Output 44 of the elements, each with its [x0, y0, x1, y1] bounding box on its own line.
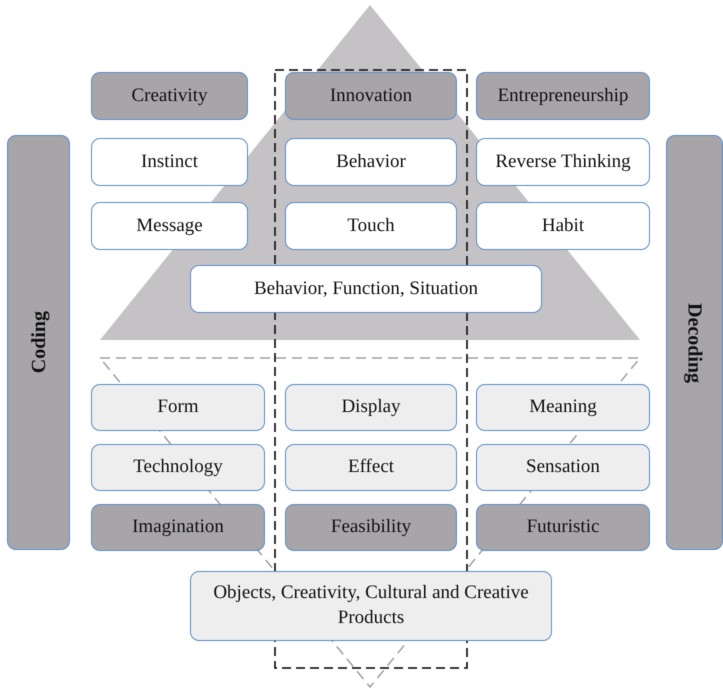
concept-box — [285, 72, 457, 120]
concept-box — [476, 138, 650, 186]
side-bar — [7, 135, 70, 550]
concept-label: Effect — [348, 455, 394, 480]
concept-box — [190, 571, 552, 641]
concept-label: Behavior — [336, 150, 406, 174]
concept-label: Entrepreneurship — [498, 84, 628, 108]
concept-box — [476, 444, 650, 491]
concept-label: Behavior, Function, Situation — [254, 276, 478, 301]
concept-label: Form — [157, 395, 199, 420]
concept-label: Futuristic — [526, 515, 600, 540]
concept-label: Instinct — [141, 150, 198, 174]
concept-box — [91, 138, 248, 186]
concept-label: Touch — [347, 214, 395, 238]
side-label: Coding — [26, 311, 50, 374]
concept-label: Sensation — [526, 455, 600, 480]
concept-box — [91, 384, 265, 431]
concept-label: Habit — [542, 214, 584, 238]
concept-box — [91, 444, 265, 491]
concept-box — [285, 444, 457, 491]
concept-box — [91, 504, 265, 551]
concept-label: Reverse Thinking — [495, 150, 631, 174]
concept-label: Creativity — [132, 84, 208, 108]
concept-box — [476, 504, 650, 551]
concept-box — [91, 202, 248, 250]
concept-box — [190, 265, 542, 313]
concept-box — [476, 72, 650, 120]
concept-label: Meaning — [529, 395, 597, 420]
side-label: Decoding — [682, 302, 706, 382]
side-bar — [666, 135, 723, 550]
concept-label: Message — [136, 214, 203, 238]
concept-box — [285, 384, 457, 431]
concept-box — [285, 202, 457, 250]
concept-box — [91, 72, 248, 120]
concept-label: Technology — [133, 455, 223, 480]
concept-label: Innovation — [330, 84, 412, 108]
concept-label: Objects, Creativity, Cultural and Creative Products — [212, 581, 530, 630]
concept-label: Imagination — [132, 515, 224, 540]
concept-box — [476, 384, 650, 431]
concept-label: Display — [341, 395, 401, 420]
concept-label: Feasibility — [330, 515, 412, 540]
concept-box — [285, 138, 457, 186]
concept-box — [285, 504, 457, 551]
concept-box — [476, 202, 650, 250]
